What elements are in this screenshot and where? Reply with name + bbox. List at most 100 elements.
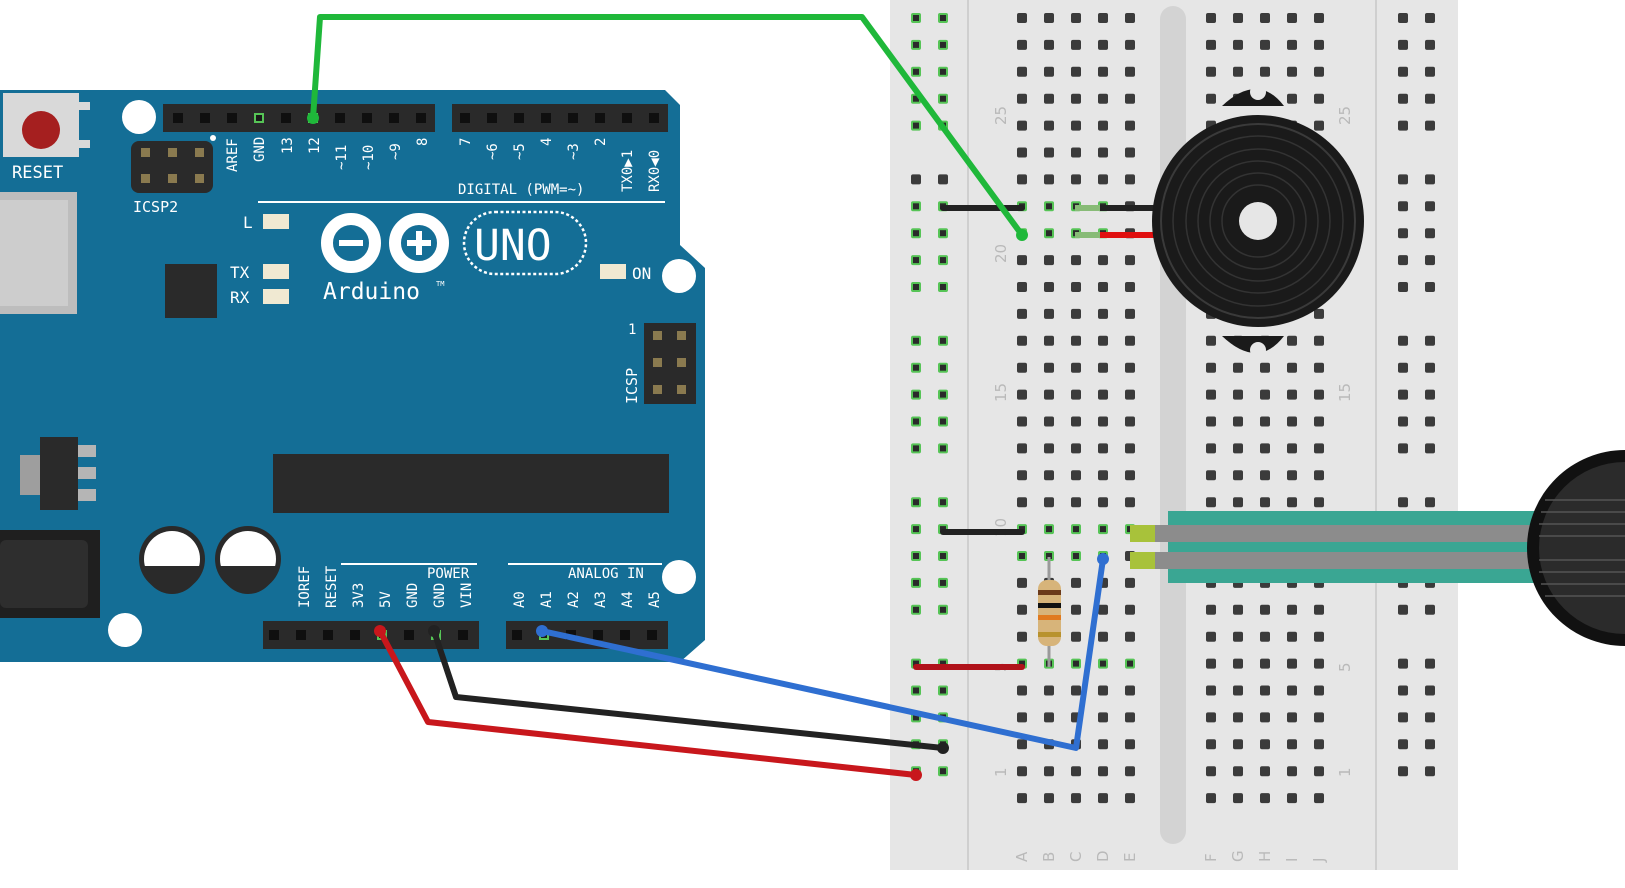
breadboard-hole [1287, 685, 1297, 696]
pin-label-2: 2 [593, 138, 609, 146]
breadboard-hole-core [940, 15, 946, 21]
header-pin [514, 113, 524, 123]
breadboard-hole [1125, 255, 1135, 266]
column-letter-h: H [1256, 851, 1274, 862]
breadboard-hole [1233, 362, 1243, 373]
breadboard-hole [1098, 39, 1108, 50]
breadboard-hole [1044, 685, 1054, 696]
icsp-label: ICSP [623, 368, 641, 404]
breadboard-hole-core [940, 768, 946, 775]
breadboard-hole [1425, 201, 1435, 212]
breadboard-hole [1233, 739, 1243, 750]
breadboard-hole [1425, 416, 1435, 427]
breadboard-hole-core [913, 364, 919, 371]
breadboard-hole [1071, 282, 1081, 292]
piezo-buzzer [1075, 84, 1364, 358]
breadboard-hole [1017, 308, 1027, 319]
breadboard-hole-core [913, 445, 919, 452]
header-pin [389, 113, 399, 123]
led-l [263, 214, 289, 229]
mounting-hole [662, 259, 696, 293]
breadboard-hole [1071, 497, 1081, 508]
arduino-logo [321, 213, 449, 273]
breadboard-hole-core [1019, 553, 1025, 559]
pin-label-11: ~11 [334, 145, 350, 170]
breadboard-hole-core [940, 553, 946, 559]
pin-label-reset: RESET [324, 565, 340, 608]
breadboard-hole [1314, 93, 1324, 104]
breadboard-hole [1017, 685, 1027, 696]
header-pin [173, 113, 183, 123]
breadboard-hole [1425, 93, 1435, 104]
breadboard-hole [1125, 308, 1135, 319]
column-letter-f: F [1202, 853, 1220, 862]
breadboard-hole [1125, 604, 1135, 615]
digital-pin-labels-right: 7 ~6 ~5 4 ~3 2 TX0▶1 RX0◀0 [458, 138, 663, 192]
breadboard-hole [1398, 362, 1408, 373]
breadboard-hole-core [913, 526, 919, 533]
breadboard-hole-core [913, 553, 919, 559]
breadboard-hole [1125, 93, 1135, 104]
breadboard-hole-core [940, 418, 946, 425]
breadboard-hole-core [940, 660, 946, 667]
mounting-hole [662, 560, 696, 594]
pin-label-8: 8 [415, 138, 431, 146]
pin-label-3: ~3 [566, 143, 582, 160]
breadboard-hole-core [940, 68, 946, 75]
breadboard-hole [1071, 604, 1081, 615]
breadboard-hole [1425, 174, 1435, 185]
power-header-label: POWER [427, 566, 470, 582]
breadboard-hole [1260, 658, 1270, 669]
breadboard-hole [1071, 443, 1081, 454]
breadboard-hole-core [913, 606, 919, 613]
breadboard-hole [1017, 497, 1027, 508]
pin-label-a1: A1 [539, 591, 555, 608]
reset-label: RESET [12, 163, 63, 183]
pin-label-a4: A4 [620, 591, 636, 608]
breadboard-hole [1044, 497, 1054, 508]
breadboard-hole [1233, 631, 1243, 642]
led-on-label: ON [632, 264, 651, 283]
breadboard-hole [1314, 416, 1324, 427]
breadboard-hole-core [940, 284, 946, 290]
breadboard-hole [1233, 66, 1243, 77]
breadboard-hole [1287, 66, 1297, 77]
breadboard-hole-core [940, 257, 946, 264]
breadboard-hole [1425, 497, 1435, 508]
pin-label-gnd: GND [252, 137, 268, 162]
breadboard-hole [1425, 282, 1435, 292]
breadboard-hole [1098, 13, 1108, 23]
breadboard-hole [1314, 470, 1324, 481]
breadboard-hole [1017, 577, 1027, 588]
breadboard-hole [1425, 739, 1435, 750]
breadboard-hole [1098, 443, 1108, 454]
breadboard-hole [1125, 362, 1135, 373]
header-pin [649, 113, 659, 123]
header-pin [416, 113, 426, 123]
breadboard-hole [1044, 93, 1054, 104]
breadboard-hole [1398, 13, 1408, 23]
breadboard-hole [1425, 604, 1435, 615]
pin-label-a2: A2 [566, 591, 582, 608]
breadboard-hole [1071, 66, 1081, 77]
reset-button[interactable] [3, 93, 90, 157]
breadboard-hole [1260, 604, 1270, 615]
breadboard-hole [1206, 631, 1216, 642]
breadboard-hole [1398, 120, 1408, 131]
wire-endpoints [307, 112, 1109, 781]
breadboard-hole [1206, 335, 1216, 346]
header-pin [200, 113, 210, 123]
breadboard-hole [1398, 389, 1408, 400]
pin-label-5: ~5 [512, 143, 528, 160]
led-l-label: L [243, 213, 253, 232]
breadboard-hole [1206, 39, 1216, 50]
breadboard-hole [1314, 658, 1324, 669]
breadboard-hole [1044, 255, 1054, 266]
pin-label-gnd-1: GND [405, 583, 421, 608]
led-rx [263, 289, 289, 304]
breadboard-hole [1233, 766, 1243, 777]
column-letter-d: D [1094, 850, 1112, 862]
breadboard-hole [1071, 577, 1081, 588]
breadboard-hole [1044, 39, 1054, 50]
breadboard-hole [1398, 66, 1408, 77]
